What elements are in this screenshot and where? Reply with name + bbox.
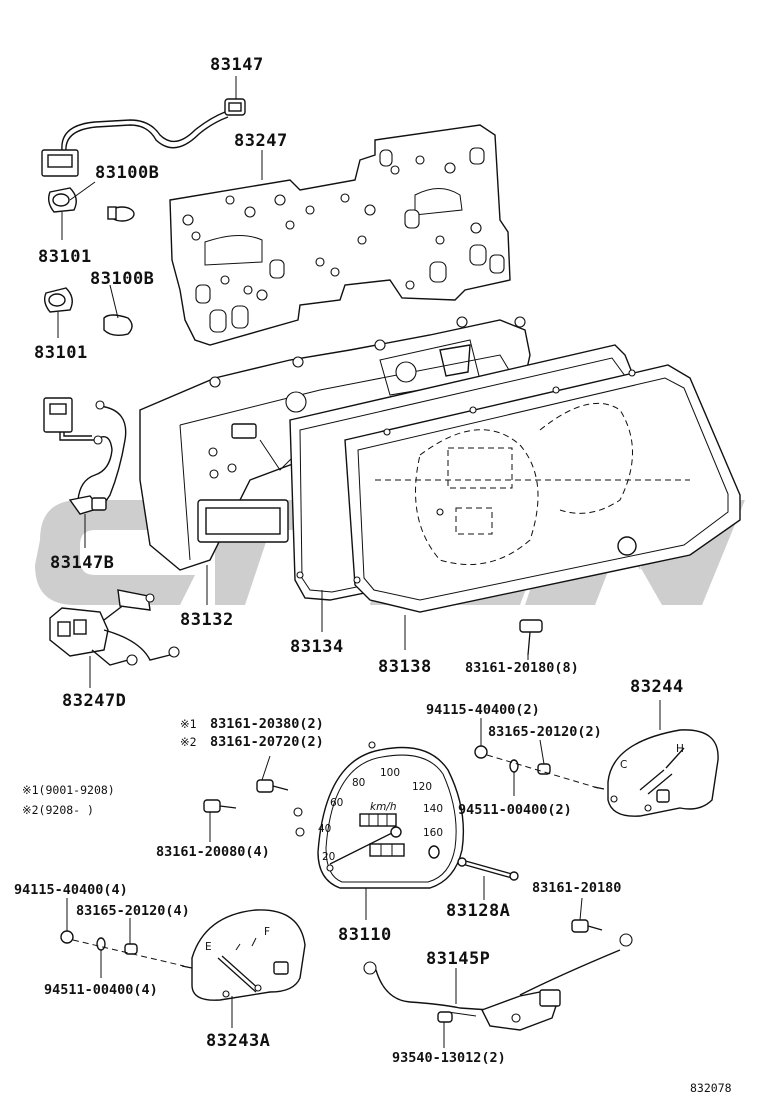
speed-80: 80	[352, 777, 365, 789]
temp-cold-label: C	[620, 759, 627, 771]
label-83161-20380-2: 83161-20380(2)	[210, 716, 324, 732]
cable-83128a	[457, 857, 519, 881]
note-2: ※2(9208- )	[22, 803, 94, 817]
spacer-hole-1	[293, 807, 303, 817]
label-83101-upper: 83101	[38, 247, 92, 267]
label-83161-20720-2: 83161-20720(2)	[210, 734, 324, 750]
label-83147b: 83147B	[50, 553, 114, 573]
label-83110: 83110	[338, 925, 392, 945]
printed-circuit-board-83247	[169, 124, 511, 346]
screw-83161-20180	[519, 619, 543, 656]
label-83100b-lower: 83100B	[90, 269, 154, 289]
label-83243a: 83243A	[206, 1031, 270, 1051]
label-83247d: 83247D	[62, 691, 126, 711]
label-83161-20180: 83161-20180	[532, 880, 621, 896]
screw-83161-20080	[203, 799, 237, 813]
label-93540-13012-2: 93540-13012(2)	[392, 1050, 506, 1066]
label-94115-40400-2: 94115-40400(2)	[426, 702, 540, 718]
label-83165-20120-2: 83165-20120(2)	[488, 724, 602, 740]
label-94511-00400-4: 94511-00400(4)	[44, 982, 158, 998]
speed-100: 100	[380, 767, 400, 779]
label-83244: 83244	[630, 677, 684, 697]
label-83128a: 83128A	[446, 901, 510, 921]
speed-140: 140	[423, 803, 443, 815]
label-83134: 83134	[290, 637, 344, 657]
label-83101-lower: 83101	[34, 343, 88, 363]
mark-2: ※2	[180, 735, 197, 749]
fuel-full-label: F	[264, 926, 270, 938]
screw-83161-20180-single	[571, 919, 603, 933]
label-83132: 83132	[180, 610, 234, 630]
label-83165-20120-4: 83165-20120(4)	[76, 903, 190, 919]
temp-gauge-hardware	[474, 745, 605, 790]
wire-harness-83145p	[363, 933, 633, 1031]
fuel-empty-label: E	[205, 941, 212, 953]
label-83161-20080-4: 83161-20080(4)	[156, 844, 270, 860]
combination-meter-panel-83138	[296, 364, 741, 613]
fuel-gauge-83243a: E F	[191, 909, 306, 1001]
temp-hot-label: H	[676, 743, 684, 755]
note-1: ※1(9001-9208)	[22, 783, 115, 797]
label-94115-40400-4: 94115-40400(4)	[14, 882, 128, 898]
speed-120: 120	[412, 781, 432, 793]
speed-40: 40	[318, 823, 331, 835]
label-83147: 83147	[210, 55, 264, 75]
spacer-hole-2	[295, 827, 305, 837]
bulb-83100b-lower	[103, 314, 133, 337]
temperature-gauge-83244: C H	[607, 729, 719, 817]
label-94511-00400-2: 94511-00400(2)	[458, 802, 572, 818]
bulb-socket-83101-upper	[47, 187, 77, 213]
bulb-83100b-upper	[107, 206, 135, 222]
leader-lines	[57, 76, 661, 1048]
speed-60: 60	[330, 797, 343, 809]
mark-1: ※1	[180, 717, 197, 731]
label-83138: 83138	[378, 657, 432, 677]
label-83247: 83247	[234, 131, 288, 151]
diagram-id: 832078	[690, 1081, 732, 1095]
label-83145p: 83145P	[426, 949, 490, 969]
wire-harness-83147	[41, 98, 246, 177]
part-labels: 83147 83247 83100B 83101 83100B 83101 83…	[14, 55, 732, 1095]
speed-unit: km/h	[370, 801, 397, 813]
speedometer-83110: 20 40 60 80 100 120 140 160 km/h	[317, 741, 465, 889]
fuel-gauge-hardware	[60, 930, 193, 969]
label-83100b-upper: 83100B	[95, 163, 159, 183]
connector-83247d	[49, 589, 180, 666]
wire-harness-83147b	[43, 397, 127, 515]
label-83161-20180-8: 83161-20180(8)	[465, 660, 579, 676]
speed-20: 20	[322, 851, 335, 863]
speed-160: 160	[423, 827, 443, 839]
screw-83161-20380	[256, 779, 289, 793]
bulb-socket-83101-lower	[43, 287, 73, 313]
